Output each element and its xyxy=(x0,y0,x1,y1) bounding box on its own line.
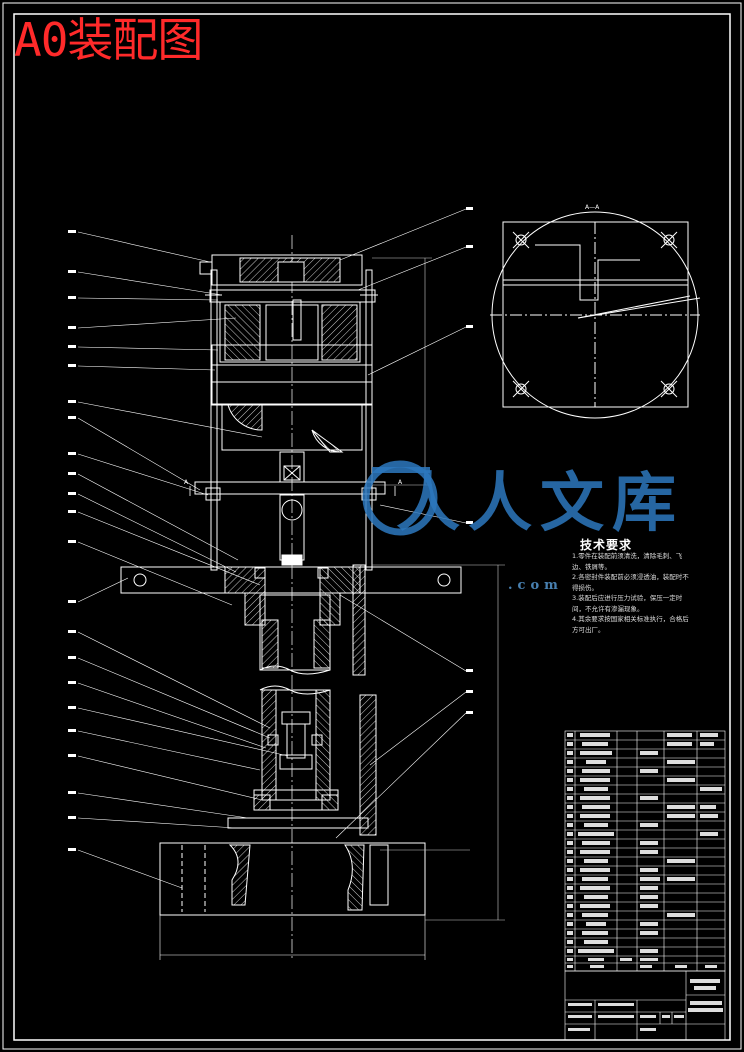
main-assembly xyxy=(120,235,462,960)
tech-note: 1.零件在装配前须清洗，清除毛刺、飞边、铁屑等。 xyxy=(572,552,683,571)
sheet-title: A0装配图 xyxy=(14,13,203,67)
balloon-ticks xyxy=(68,207,473,851)
section-mark-right: A xyxy=(398,479,403,486)
watermark-text: 人人文库 xyxy=(396,466,684,541)
title-block-text-marks xyxy=(568,979,723,1031)
section-view-label: A—A xyxy=(585,204,600,211)
technical-requirements-notes: 1.零件在装配前须清洗，清除毛刺、飞边、铁屑等。 2.各密封件装配前必须浸透油，… xyxy=(572,551,692,635)
parts-list-table xyxy=(564,730,726,972)
tech-note: 3.装配后应进行压力试验，保压一定时间，不允许有渗漏现象。 xyxy=(572,594,683,613)
inner-frame xyxy=(13,13,731,1041)
tech-note: 4.其余要求按国家相关标准执行，合格后方可出厂。 xyxy=(572,615,689,634)
section-cut-marks xyxy=(189,486,396,496)
title-block xyxy=(564,970,726,1041)
leader-lines-left xyxy=(77,231,289,889)
watermark-logo xyxy=(362,460,438,536)
watermark-domain: .com xyxy=(508,578,563,593)
tech-note: 2.各密封件装配前必须浸透油，装配时不得损伤。 xyxy=(572,573,689,592)
dimension-lines xyxy=(372,257,505,921)
technical-requirements-title: 技术要求 xyxy=(580,538,633,552)
parts-list-cell-marks xyxy=(567,733,722,968)
leader-lines-right xyxy=(335,208,467,839)
section-mark-left: A xyxy=(184,479,189,486)
section-view-a-a xyxy=(490,211,701,419)
